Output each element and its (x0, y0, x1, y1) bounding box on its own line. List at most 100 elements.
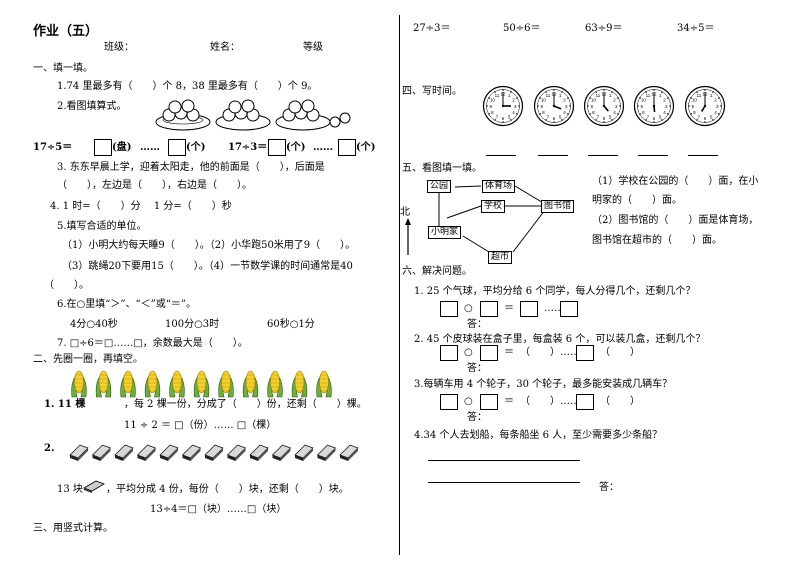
equation-symbol: ○ (464, 396, 473, 407)
answer-box[interactable] (440, 301, 458, 317)
question-1-2: 2.看图填算式。 (57, 101, 127, 112)
svg-text:7: 7 (647, 114, 650, 119)
equation-symbol: （ ） (520, 396, 560, 407)
svg-text:7: 7 (698, 114, 701, 119)
answer-label: 答： (599, 482, 619, 493)
section-3-title: 三、用竖式计算。 (33, 523, 113, 534)
svg-text:6: 6 (553, 116, 556, 121)
svg-text:3: 3 (565, 104, 568, 109)
svg-text:5: 5 (710, 114, 713, 119)
page-title: 作业（五） (33, 24, 99, 39)
answer-box[interactable] (440, 394, 458, 410)
class-label: 班级： (104, 42, 134, 53)
section-5-title: 五、看图填一填。 (402, 163, 482, 174)
svg-text:10: 10 (490, 98, 496, 103)
svg-text:4: 4 (563, 110, 566, 115)
svg-text:8: 8 (542, 110, 545, 115)
answer-box[interactable] (520, 301, 538, 317)
north-label: 北 (400, 207, 410, 218)
svg-text:3: 3 (615, 104, 618, 109)
problem-4: 4.34 个人去划船，每条船坐 6 人，至少需要多少条船？ (414, 430, 663, 441)
section-4-title: 四、写时间。 (402, 86, 462, 97)
eraser-icon (204, 444, 224, 461)
question-2-1: 1. 11 棵 (44, 399, 86, 410)
problem-3: 3.每辆车用 4 个轮子，30 个轮子，最多能安装成几辆车？ (414, 379, 673, 390)
answer-box[interactable] (338, 139, 356, 156)
eraser-icon (226, 444, 247, 461)
eraser-icon (136, 444, 157, 461)
section-1-title: 一、填一填。 (33, 63, 93, 74)
apple-plate-2 (215, 99, 271, 131)
svg-text:7: 7 (496, 114, 499, 119)
svg-text:6: 6 (704, 116, 707, 121)
time-answer-line[interactable] (638, 155, 668, 156)
unit-plates: (盘) (112, 142, 132, 153)
question-1-3-cont: （ ），左边是（ ），右边是（ ）。 (57, 180, 252, 191)
answer-box[interactable] (560, 301, 578, 317)
svg-text:8: 8 (491, 110, 494, 115)
answer-line[interactable] (428, 460, 580, 461)
svg-text:11: 11 (495, 93, 500, 98)
svg-text:11: 11 (546, 93, 551, 98)
eraser-icon (83, 480, 105, 493)
time-answer-line[interactable] (588, 155, 618, 156)
answer-box[interactable] (94, 139, 112, 156)
question-1-5-a: （1）小明大约每天睡9（ ）。（2）小华跑50米用了9（ ）。 (62, 240, 356, 251)
eraser-row-image (69, 444, 359, 461)
compare-3: 60秒○1分 (267, 319, 315, 330)
map-market: 超市 (488, 251, 513, 264)
equation-symbol: ＝ (504, 396, 514, 407)
question-1-4: 4. 1 时=（ ）分 1 分=（ ）秒 (50, 201, 232, 212)
svg-text:3: 3 (716, 104, 719, 109)
answer-box[interactable] (268, 139, 286, 156)
svg-text:8: 8 (592, 110, 595, 115)
map-school: 学校 (481, 200, 506, 213)
svg-text:2: 2 (613, 98, 616, 103)
eraser-icon (294, 444, 314, 461)
answer-box[interactable] (576, 394, 594, 410)
time-answer-line[interactable] (538, 155, 568, 156)
equation-apples: 17÷3＝ (228, 142, 268, 153)
question-1-6: 6.在○里填“＞”、“＜”或“＝”。 (57, 299, 196, 310)
calc-4: 34÷5＝ (677, 23, 715, 34)
question-2-2-text: ，平均分成 4 份，每份（ ）块，还剩（ ）块。 (106, 484, 349, 495)
answer-line[interactable] (428, 482, 580, 483)
map-question-2-cont: 图书馆在超市的（ ）面。 (592, 235, 722, 246)
equation-symbol: （ ） (520, 347, 560, 358)
question-2-1-equation: 11 ÷ 2 ＝ □（份）…… □（棵） (124, 420, 277, 431)
question-1-3: 3. 东东早晨上学，迎着太阳走，他的前面是（ ），后面是 (57, 162, 325, 173)
calc-3: 63÷9＝ (585, 23, 623, 34)
answer-label: 答： (467, 363, 487, 374)
svg-text:6: 6 (603, 116, 606, 121)
svg-text:3: 3 (514, 104, 517, 109)
svg-text:2: 2 (663, 98, 666, 103)
time-answer-line[interactable] (486, 155, 516, 156)
answer-box[interactable] (480, 345, 498, 361)
map-library: 图书馆 (541, 200, 575, 213)
answer-box[interactable] (440, 345, 458, 361)
eraser-icon (91, 444, 112, 461)
map-park: 公园 (427, 180, 452, 193)
question-1-7: 7. □÷6＝□……□，余数最大是（ ）。 (57, 338, 248, 349)
answer-box[interactable] (480, 301, 498, 317)
map-question-1: （1）学校在公园的（ ）面，在小 (592, 176, 759, 187)
svg-text:9: 9 (591, 104, 594, 109)
loose-apple (329, 116, 341, 128)
svg-text:2: 2 (714, 98, 717, 103)
equation-symbol: （ ） (600, 347, 640, 358)
time-answer-line[interactable] (688, 155, 718, 156)
svg-text:10: 10 (641, 98, 647, 103)
eraser-icon (69, 444, 89, 461)
unit-apples: (个) (186, 142, 206, 153)
svg-text:11: 11 (697, 93, 702, 98)
svg-text:10: 10 (591, 98, 597, 103)
corn-icon (120, 370, 136, 398)
answer-box[interactable] (576, 345, 594, 361)
problem-2: 2. 45 个皮球装在盒子里，每盒装 6 个，可以装几盒，还剩几个？ (414, 334, 706, 345)
equation-symbol: ＝ (504, 347, 514, 358)
answer-box[interactable] (480, 394, 498, 410)
name-label: 姓名： (210, 42, 240, 53)
svg-text:4: 4 (512, 110, 515, 115)
answer-box[interactable] (168, 139, 186, 156)
section-6-title: 六、解决问题。 (402, 266, 472, 277)
